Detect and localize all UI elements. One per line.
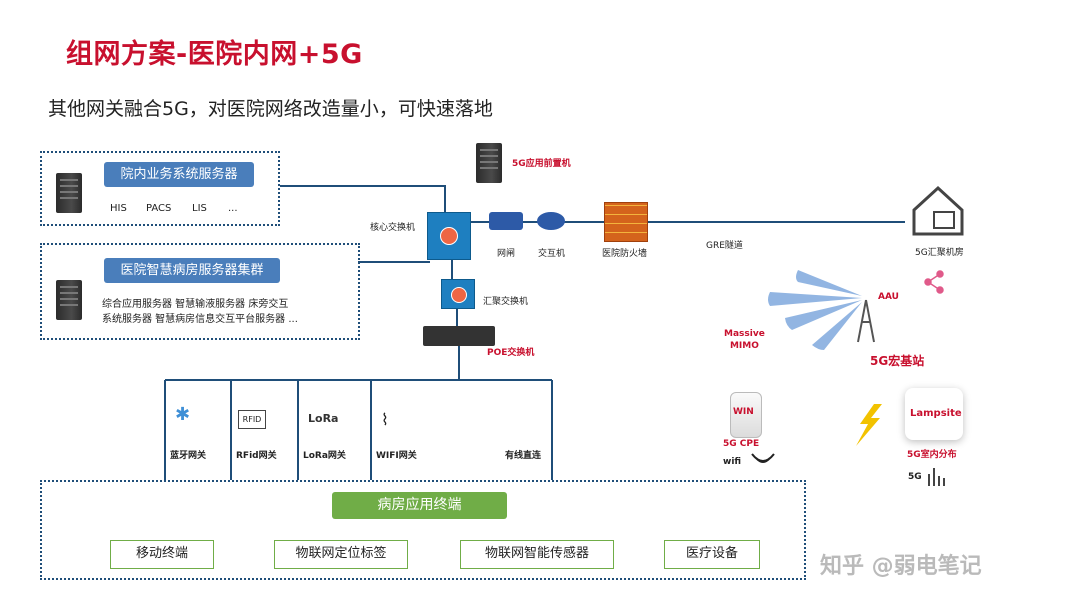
- signal-bars-icon: [928, 468, 945, 486]
- agg-switch-label: 汇聚交换机: [483, 297, 529, 307]
- gateway-label: 网闸: [497, 249, 516, 259]
- macro-station-label: 5G宏基站: [870, 354, 925, 368]
- mimo-beams-icon: [768, 270, 862, 350]
- terminal-location-tag: 物联网定位标签: [274, 540, 408, 569]
- gateway-rfid: RFid网关: [236, 451, 277, 461]
- business-server-box: 院内业务系统服务器 HIS PACS LIS ...: [40, 151, 280, 226]
- lora-icon: LoRa: [308, 412, 339, 425]
- smart-ward-server-box: 医院智慧病房服务器集群 综合应用服务器 智慧输液服务器 床旁交互 系统服务器 智…: [40, 243, 360, 340]
- gateway-icon: [489, 212, 523, 230]
- wifi-icon: [751, 453, 775, 463]
- server-icon: [56, 280, 82, 320]
- poe-switch-icon: [423, 326, 495, 346]
- bluetooth-icon: ✱: [175, 404, 191, 425]
- agg-switch-icon: [441, 279, 475, 309]
- watermark: 知乎 @弱电笔记: [820, 554, 982, 579]
- app-front-label: 5G应用前置机: [512, 159, 571, 169]
- core-switch-label: 核心交换机: [370, 223, 416, 233]
- server-item-his: HIS: [110, 203, 127, 214]
- cpe-win-label: WIN: [733, 407, 754, 417]
- lightning-icon: [856, 404, 882, 446]
- server-item-more: ...: [228, 203, 238, 214]
- interact-switch-label: 交互机: [538, 249, 566, 259]
- signal-5g-label: 5G: [908, 472, 922, 482]
- gateway-bluetooth: 蓝牙网关: [170, 451, 207, 461]
- terminals-header: 病房应用终端: [332, 492, 507, 519]
- house-icon: [912, 185, 964, 236]
- page-title: 组网方案-医院内网+5G: [66, 39, 363, 70]
- server-icon: [56, 173, 82, 213]
- ward-terminals-box: 病房应用终端 移动终端 物联网定位标签 物联网智能传感器 医疗设备: [40, 480, 806, 580]
- page-subtitle: 其他网关融合5G，对医院网络改造量小，可快速落地: [48, 98, 493, 120]
- smart-ward-tag: 医院智慧病房服务器集群: [104, 258, 280, 283]
- wifi-gateway-icon: ⌇: [381, 410, 389, 429]
- poe-switch-label: POE交换机: [487, 348, 535, 358]
- server-item-pacs: PACS: [146, 203, 172, 214]
- aau-label: AAU: [878, 292, 899, 302]
- wifi-label: wifi: [723, 457, 742, 467]
- cpe-icon: WIN: [730, 392, 762, 438]
- terminal-medical-device: 医疗设备: [664, 540, 760, 569]
- terminal-smart-sensor: 物联网智能传感器: [460, 540, 614, 569]
- terminal-mobile: 移动终端: [110, 540, 214, 569]
- firewall-label: 医院防火墙: [602, 249, 648, 259]
- smart-ward-line2: 系统服务器 智慧病房信息交互平台服务器 ...: [102, 314, 298, 325]
- room-5g-label: 5G汇聚机房: [915, 248, 964, 258]
- firewall-icon: [604, 202, 648, 242]
- gre-label: GRE隧道: [706, 241, 743, 251]
- share-icon: [924, 270, 944, 294]
- lampsite-icon: Lampsite: [905, 388, 963, 440]
- rfid-icon: RFID: [238, 410, 266, 429]
- interact-switch-icon: [537, 212, 565, 230]
- cpe-label: 5G CPE: [723, 439, 760, 449]
- tower-icon: [857, 299, 875, 343]
- app-front-server-icon: [476, 143, 502, 183]
- gateway-wired: 有线直连: [505, 451, 542, 461]
- server-item-lis: LIS: [192, 203, 207, 214]
- lampsite-label: Lampsite: [910, 408, 962, 419]
- core-switch-icon: [427, 212, 471, 260]
- gateway-wifi: WIFI网关: [376, 451, 417, 461]
- business-server-tag: 院内业务系统服务器: [104, 162, 254, 187]
- smart-ward-line1: 综合应用服务器 智慧输液服务器 床旁交互: [102, 299, 289, 310]
- line-business-core: [280, 185, 446, 218]
- massive-mimo-label: Massive MIMO: [724, 329, 765, 351]
- gateway-lora: LoRa网关: [303, 451, 346, 461]
- indoor-5g-label: 5G室内分布: [907, 450, 957, 460]
